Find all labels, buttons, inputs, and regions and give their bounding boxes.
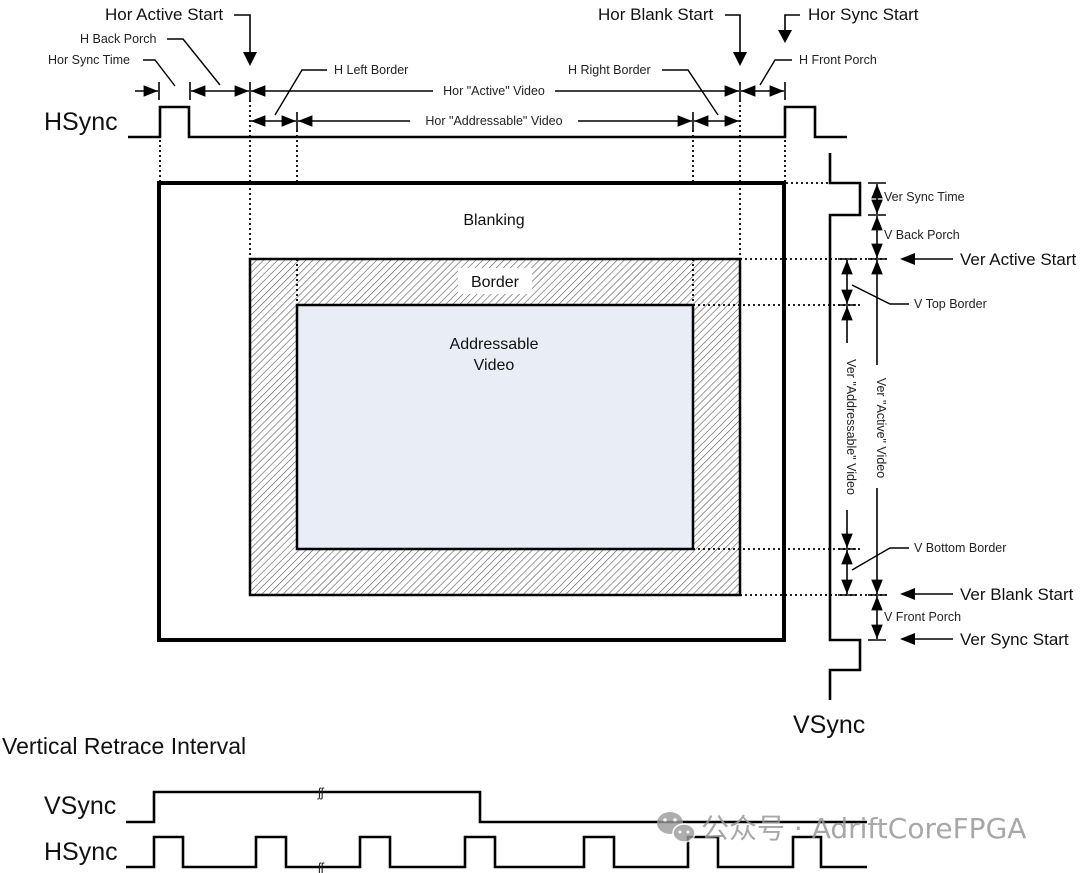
h-right-border-label: H Right Border [568,63,651,77]
border-label-bg [458,268,532,294]
retrace-hsync-label: HSync [44,838,118,866]
ver-addressable-video-label: Ver "Addressable" Video [844,359,858,495]
ver-active-start-label: Ver Active Start [960,250,1076,269]
vsync-break-mark: ʃʃ [317,786,325,800]
v-bottom-border-label: V Bottom Border [914,541,1006,555]
left-arrow-icon [900,588,915,600]
hor-sync-start-marker: Hor Sync Start [778,5,919,43]
retrace-vsync-label: VSync [44,792,116,820]
hsync-break-mark: ʃʃ [317,861,325,873]
v-front-porch-label: V Front Porch [884,610,961,624]
hsync-waveform [128,105,847,139]
ver-sync-start-marker: Ver Sync Start [900,630,1069,649]
hor-active-start-marker: Hor Active Start [105,5,257,66]
ver-timing-col-outer [868,182,886,641]
vertical-guides [693,182,890,596]
ver-active-video-label: Ver "Active" Video [874,378,888,478]
ver-timing-col-inner [838,258,856,596]
wechat-icon [657,812,696,843]
vsync-waveform [828,153,862,700]
v-bottom-border-leader [851,547,909,571]
ver-sync-start-label: Ver Sync Start [960,630,1069,649]
vsync-label: VSync [793,711,865,739]
blanking-label: Blanking [463,212,524,229]
h-left-border-label: H Left Border [334,63,408,77]
h-front-porch-leader [759,59,792,86]
hor-blank-start-marker: Hor Blank Start [598,5,747,66]
retrace-hsync-waveform [126,835,867,869]
hor-active-start-label: Hor Active Start [105,5,223,24]
addressable-label-line2: Video [474,357,515,374]
v-top-border-leader [851,284,909,305]
watermark: 公众号 · AdriftCoreFPGA [657,812,1026,845]
watermark-text: 公众号 · AdriftCoreFPGA [701,812,1026,845]
ver-blank-start-label: Ver Blank Start [960,585,1074,604]
ver-blank-start-marker: Ver Blank Start [900,585,1074,604]
retrace-title: Vertical Retrace Interval [2,733,246,759]
hor-blank-start-label: Hor Blank Start [598,5,714,24]
addressable-label-line1: Addressable [450,336,539,353]
h-back-porch-label: H Back Porch [80,32,156,46]
v-top-border-label: V Top Border [914,297,987,311]
h-right-border-leader [662,69,719,116]
down-arrow-icon [733,52,747,66]
retrace-vsync-waveform [126,790,867,824]
hsync-label: HSync [44,108,118,136]
hor-sync-start-label: Hor Sync Start [808,5,919,24]
hor-sync-time-label: Hor Sync Time [48,53,130,67]
ver-active-start-marker: Ver Active Start [900,250,1076,269]
left-arrow-icon [900,633,915,645]
hor-timing-row1 [135,82,786,100]
down-arrow-icon [243,52,257,66]
hor-active-video-label: Hor "Active" Video [443,84,545,98]
h-front-porch-label: H Front Porch [799,53,877,67]
ver-sync-time-label: Ver Sync Time [884,190,965,204]
hor-addressable-video-label: Hor "Addressable" Video [425,114,562,128]
hor-sync-time-leader [143,59,176,87]
left-arrow-icon [900,253,915,265]
h-left-border-leader [274,69,327,116]
border-label: Border [471,274,520,291]
addressable-video-region [295,303,695,551]
down-arrow-icon [778,30,792,43]
v-back-porch-label: V Back Porch [884,228,960,242]
hor-timing-row2 [250,112,739,130]
h-back-porch-leader [167,38,221,86]
